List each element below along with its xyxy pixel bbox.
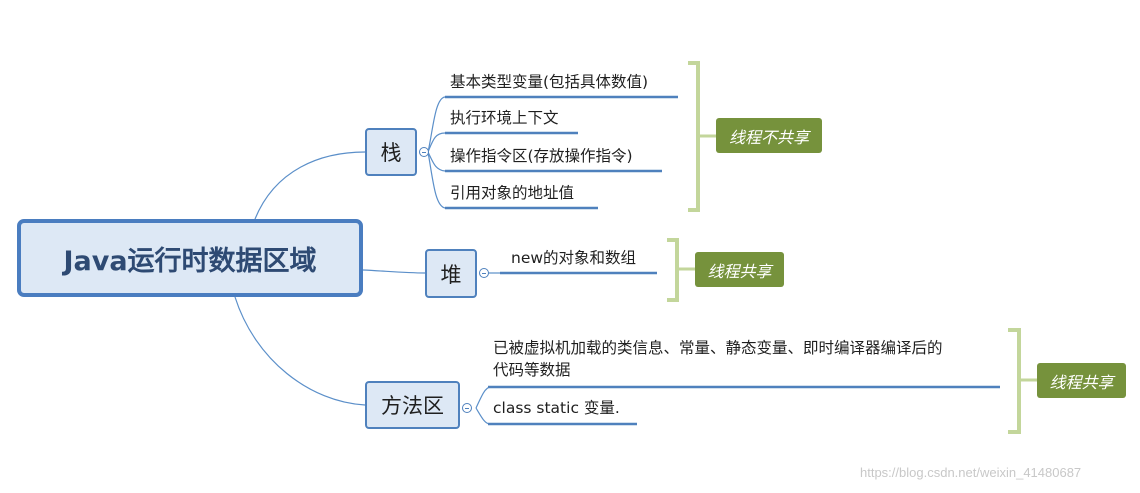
collapse-method-area-icon[interactable] (462, 403, 472, 413)
heap-thread-tag: 线程共享 (695, 252, 784, 287)
stack-thread-tag: 线程不共享 (716, 118, 822, 153)
method-area-tag-label: 线程共享 (1049, 372, 1114, 392)
stack-item-4: 引用对象的地址值 (450, 184, 575, 202)
stack-item-2: 执行环境上下文 (450, 109, 559, 127)
method-area-item-1-line-2: 代码等数据 (493, 361, 571, 379)
root-label: Java运行时数据区域 (63, 245, 317, 277)
stack-item-3: 操作指令区(存放操作指令) (450, 147, 633, 165)
collapse-stack-icon[interactable] (419, 147, 429, 157)
method-area-item-1-line-1: 已被虚拟机加载的类信息、常量、静态变量、即时编译器编译后的 (493, 339, 943, 357)
branch-stack-label: 栈 (380, 141, 402, 165)
branch-heap-node[interactable]: 堆 (425, 249, 477, 298)
heap-item-1: new的对象和数组 (511, 249, 637, 267)
watermark: https://blog.csdn.net/weixin_41480687 (860, 465, 1082, 480)
stack-item-1: 基本类型变量(包括具体数值) (450, 73, 649, 91)
root-node[interactable]: Java运行时数据区域 (17, 219, 363, 297)
collapse-heap-icon[interactable] (479, 268, 489, 278)
branch-heap-label: 堆 (440, 262, 462, 287)
branch-method-area-node[interactable]: 方法区 (365, 381, 460, 429)
heap-tag-label: 线程共享 (707, 261, 772, 281)
branch-method-area-label: 方法区 (381, 394, 444, 418)
stack-tag-label: 线程不共享 (728, 127, 809, 147)
branch-stack-node[interactable]: 栈 (365, 128, 417, 176)
method-area-item-2: class static 变量. (493, 399, 620, 417)
method-area-thread-tag: 线程共享 (1037, 363, 1126, 398)
